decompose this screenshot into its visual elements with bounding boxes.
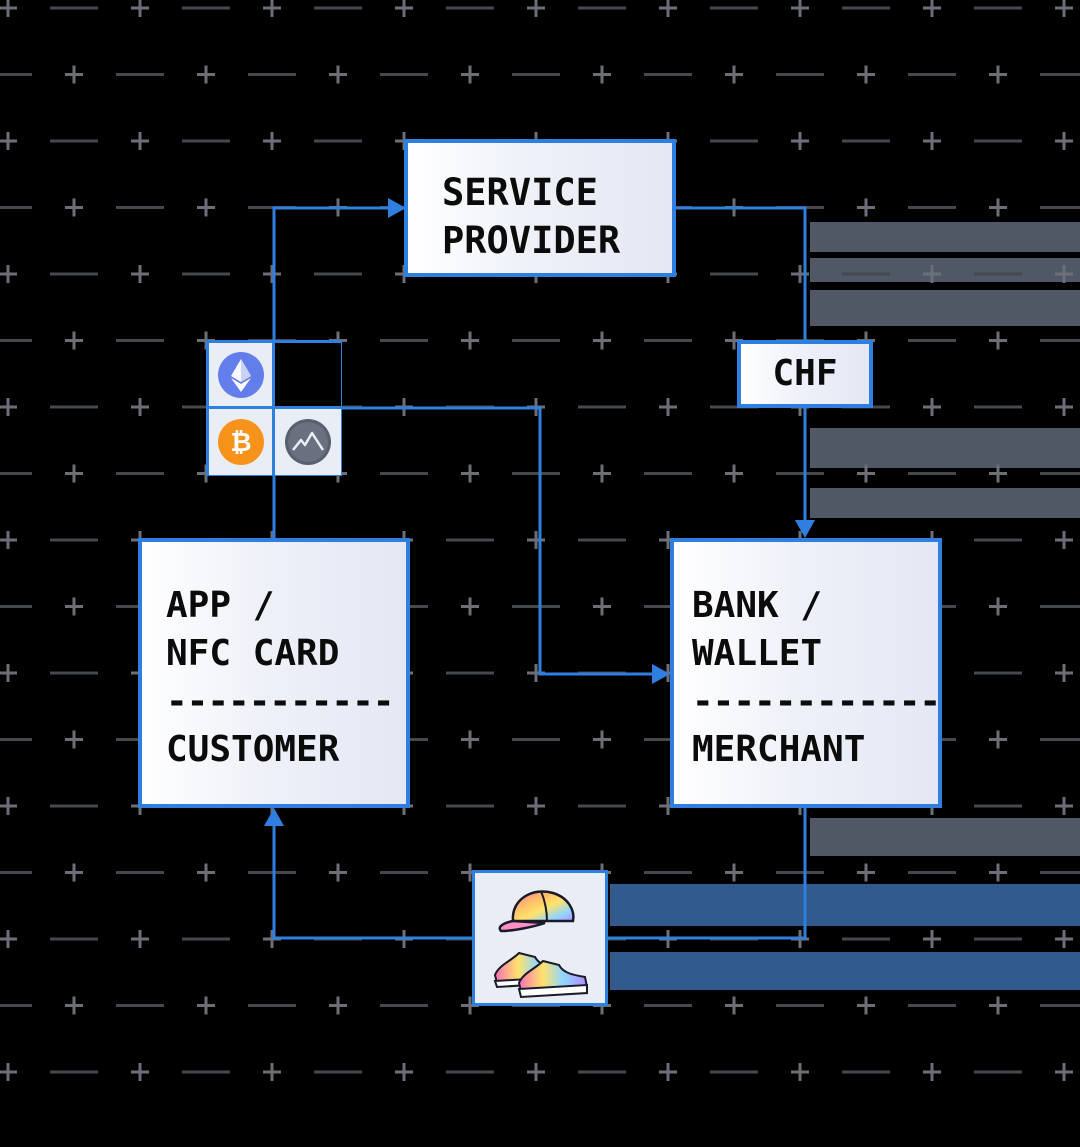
connector-crypto-to-merchant: [342, 406, 656, 676]
connector-merchant-to-goods: [608, 808, 807, 940]
merchant-node: BANK / WALLET ------------ MERCHANT: [670, 538, 942, 808]
crypto-currency-grid: ₿: [206, 340, 342, 476]
customer-node: APP / NFC CARD ----------- CUSTOMER: [138, 538, 410, 808]
merchant-label-line1: BANK /: [692, 585, 823, 626]
customer-label-line2: NFC CARD: [166, 633, 340, 674]
goods-node: [472, 870, 608, 1006]
service-provider-label-line1: SERVICE: [442, 171, 598, 214]
arrowhead-to-merchant-top: [795, 520, 815, 538]
connector-goods-to-customer: [272, 824, 472, 940]
crypto-cell-ethereum: [209, 343, 275, 409]
currency-label: CHF: [772, 353, 838, 394]
ethereum-icon: [217, 351, 264, 398]
merchant-divider: ------------: [692, 681, 941, 722]
arrowhead-to-service: [388, 198, 406, 218]
customer-label-line1: APP /: [166, 585, 275, 626]
service-provider-node: SERVICE PROVIDER: [404, 139, 676, 277]
crypto-cell-empty: [275, 343, 341, 409]
cap-icon: [498, 890, 575, 933]
customer-divider: -----------: [166, 681, 394, 722]
svg-text:₿: ₿: [230, 428, 251, 458]
sneaker-icon: [493, 951, 589, 999]
arrowhead-to-customer: [264, 808, 284, 826]
mountain-token-icon: [285, 419, 331, 465]
crypto-cell-bitcoin: ₿: [209, 409, 275, 475]
arrowhead-to-merchant-left: [652, 664, 670, 684]
merchant-role-label: MERCHANT: [692, 729, 866, 770]
crypto-cell-token: [275, 409, 341, 475]
service-provider-label-line2: PROVIDER: [442, 219, 621, 262]
bitcoin-icon: ₿: [217, 419, 264, 465]
currency-chf-node: CHF: [737, 340, 873, 408]
connector-service-to-merchant: [676, 206, 807, 522]
merchant-label-line2: WALLET: [692, 633, 823, 674]
customer-role-label: CUSTOMER: [166, 729, 340, 770]
